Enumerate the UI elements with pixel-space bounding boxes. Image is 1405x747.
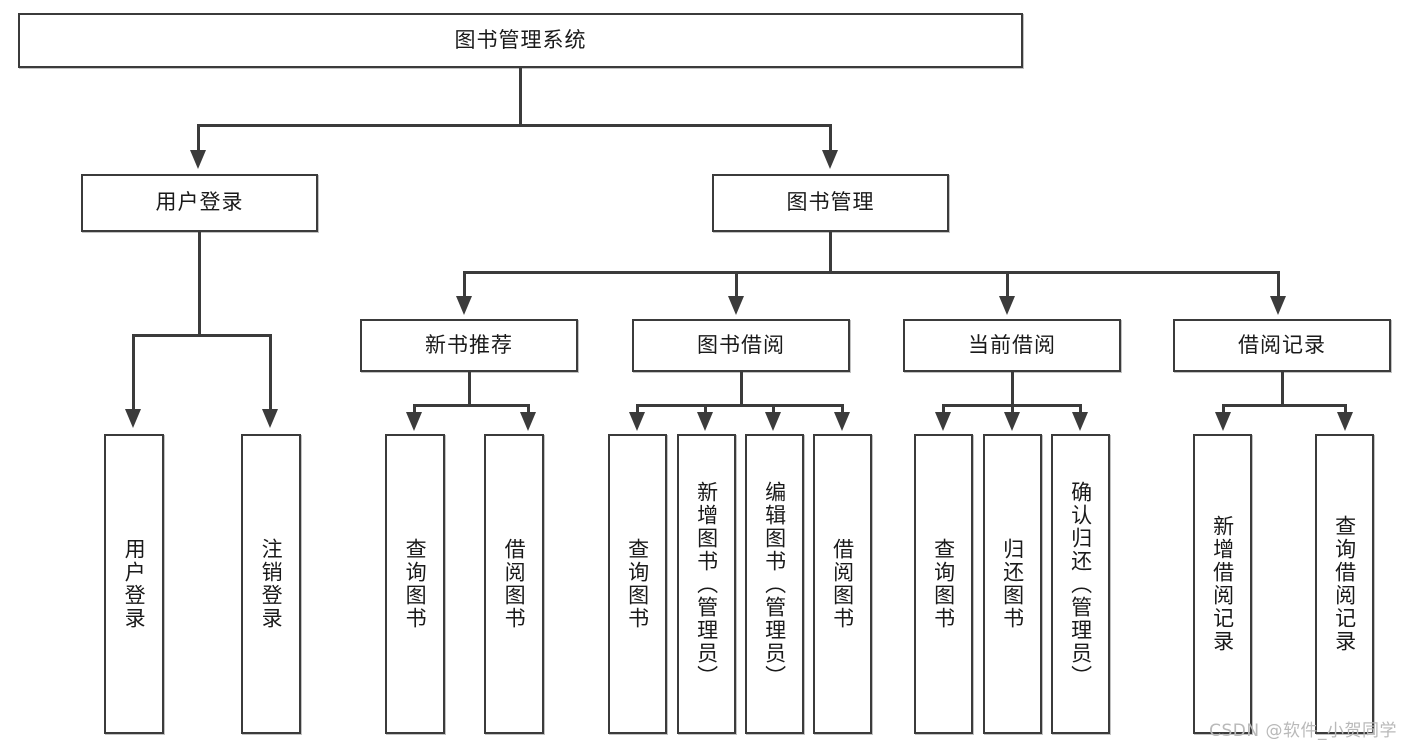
node-user-login-label: 用户登录: [155, 190, 244, 215]
edge-book-management-trunk: [829, 232, 832, 274]
arrow-user-login-leaf-2: [262, 409, 278, 428]
arrow-to-current-borrow: [999, 296, 1015, 315]
node-leaf-borrow-book-2-label: 借阅图书: [830, 538, 855, 630]
edge-book-borrow-drop-2: [704, 404, 707, 416]
arrow-new-book-recommend-leaf-1: [406, 412, 422, 431]
edge-user-login-trunk: [198, 232, 201, 336]
node-leaf-add-record[interactable]: 新增借阅记录: [1193, 434, 1252, 734]
node-leaf-edit-book[interactable]: 编辑图书（管理员）: [745, 434, 804, 734]
edge-borrow-record-trunk: [1281, 372, 1284, 406]
node-root-system-label: 图书管理系统: [454, 27, 587, 52]
edge-new-book-recommend-bar: [413, 404, 530, 407]
node-leaf-query-book-1-label: 查询图书: [403, 538, 428, 630]
arrow-to-user-login: [190, 150, 206, 169]
edge-current-borrow-trunk: [1011, 372, 1014, 406]
edge-current-borrow-drop-1: [942, 404, 945, 416]
arrow-new-book-recommend-leaf-2: [520, 412, 536, 431]
edge-book-borrow-drop-3: [772, 404, 775, 416]
edge-level1-bar: [197, 124, 832, 127]
edge-book-borrow-bar: [636, 404, 844, 407]
arrow-to-book-management: [822, 150, 838, 169]
node-borrow-record-label: 借阅记录: [1238, 332, 1326, 357]
node-leaf-borrow-book-1[interactable]: 借阅图书: [484, 434, 544, 734]
node-leaf-logout-login-label: 注销登录: [259, 538, 284, 630]
edge-to-book-borrow: [735, 271, 738, 298]
node-root-system[interactable]: 图书管理系统: [18, 13, 1023, 68]
node-leaf-add-book-label: 新增图书（管理员）: [694, 480, 719, 688]
edge-to-borrow-record: [1277, 271, 1280, 298]
node-leaf-user-login[interactable]: 用户登录: [104, 434, 164, 734]
edge-borrow-record-drop-1: [1222, 404, 1225, 416]
edge-borrow-record-drop-2: [1344, 404, 1347, 416]
node-new-book-recommend-label: 新书推荐: [425, 332, 513, 357]
node-book-borrow-label: 图书借阅: [697, 332, 785, 357]
arrow-to-book-borrow: [728, 296, 744, 315]
edge-new-book-recommend-drop-1: [413, 404, 416, 416]
node-leaf-query-book-2-label: 查询图书: [625, 538, 650, 630]
node-leaf-query-book-3[interactable]: 查询图书: [914, 434, 973, 734]
node-leaf-add-book[interactable]: 新增图书（管理员）: [677, 434, 736, 734]
arrow-current-borrow-leaf-3: [1072, 412, 1088, 431]
arrow-to-new-book-recommend: [456, 296, 472, 315]
edge-user-login-drop-2: [269, 334, 272, 411]
edge-level2-bar: [463, 271, 1280, 274]
node-leaf-user-login-label: 用户登录: [122, 538, 147, 630]
node-leaf-edit-book-label: 编辑图书（管理员）: [762, 480, 787, 688]
node-user-login[interactable]: 用户登录: [81, 174, 318, 232]
edge-current-borrow-drop-2: [1011, 404, 1014, 416]
edge-new-book-recommend-drop-2: [527, 404, 530, 416]
node-new-book-recommend[interactable]: 新书推荐: [360, 319, 578, 372]
arrow-user-login-leaf-1: [125, 409, 141, 428]
edge-book-borrow-trunk: [740, 372, 743, 406]
node-leaf-confirm-return-label: 确认归还（管理员）: [1068, 480, 1093, 688]
arrow-book-borrow-leaf-1: [629, 412, 645, 431]
node-leaf-query-record-label: 查询借阅记录: [1332, 515, 1357, 653]
arrow-current-borrow-leaf-2: [1004, 412, 1020, 431]
arrow-current-borrow-leaf-1: [935, 412, 951, 431]
node-book-borrow[interactable]: 图书借阅: [632, 319, 850, 372]
node-leaf-add-record-label: 新增借阅记录: [1210, 515, 1235, 653]
node-leaf-query-book-2[interactable]: 查询图书: [608, 434, 667, 734]
node-book-management[interactable]: 图书管理: [712, 174, 949, 232]
edge-user-login-bar: [132, 334, 272, 337]
edge-to-book-management: [829, 124, 832, 152]
node-current-borrow[interactable]: 当前借阅: [903, 319, 1121, 372]
node-leaf-confirm-return[interactable]: 确认归还（管理员）: [1051, 434, 1110, 734]
edge-book-borrow-drop-1: [636, 404, 639, 416]
arrow-borrow-record-leaf-1: [1215, 412, 1231, 431]
edge-user-login-drop-1: [132, 334, 135, 411]
node-leaf-query-book-3-label: 查询图书: [931, 538, 956, 630]
arrow-book-borrow-leaf-3: [765, 412, 781, 431]
edge-to-current-borrow: [1006, 271, 1009, 298]
edge-new-book-recommend-trunk: [468, 372, 471, 406]
node-leaf-query-record[interactable]: 查询借阅记录: [1315, 434, 1374, 734]
node-leaf-return-book[interactable]: 归还图书: [983, 434, 1042, 734]
edge-current-borrow-drop-3: [1079, 404, 1082, 416]
node-leaf-query-book-1[interactable]: 查询图书: [385, 434, 445, 734]
edge-to-user-login: [197, 124, 200, 152]
node-leaf-logout-login[interactable]: 注销登录: [241, 434, 301, 734]
arrow-to-borrow-record: [1270, 296, 1286, 315]
arrow-borrow-record-leaf-2: [1337, 412, 1353, 431]
node-leaf-return-book-label: 归还图书: [1000, 538, 1025, 630]
node-current-borrow-label: 当前借阅: [968, 332, 1056, 357]
node-book-management-label: 图书管理: [786, 190, 875, 215]
node-leaf-borrow-book-1-label: 借阅图书: [502, 538, 527, 630]
node-borrow-record[interactable]: 借阅记录: [1173, 319, 1391, 372]
edge-to-new-book-recommend: [463, 271, 466, 298]
arrow-book-borrow-leaf-4: [834, 412, 850, 431]
arrow-book-borrow-leaf-2: [697, 412, 713, 431]
edge-book-borrow-drop-4: [841, 404, 844, 416]
edge-borrow-record-bar: [1222, 404, 1347, 407]
node-leaf-borrow-book-2[interactable]: 借阅图书: [813, 434, 872, 734]
edge-root-trunk: [519, 68, 522, 126]
